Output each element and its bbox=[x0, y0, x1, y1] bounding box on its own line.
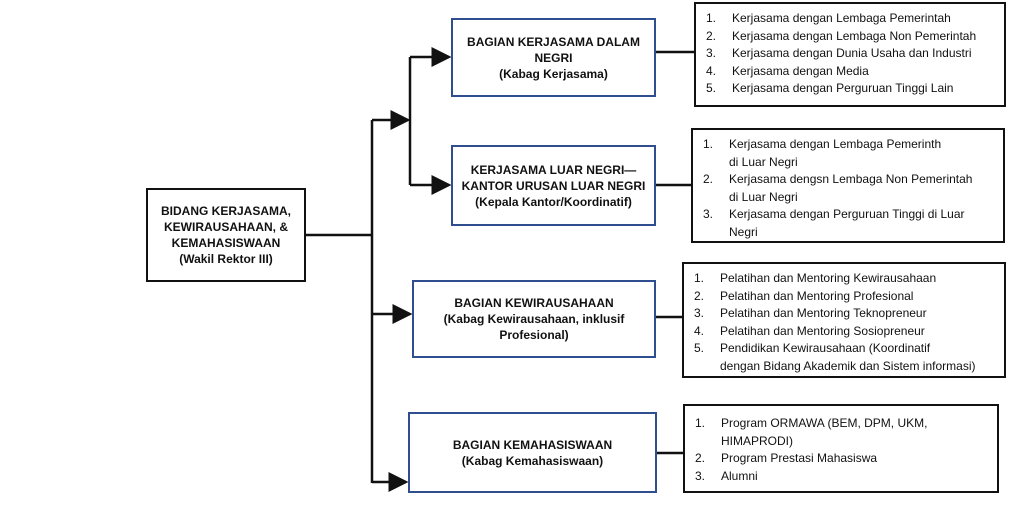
list-item: 2.Program Prestasi Mahasiswa bbox=[695, 451, 878, 465]
task-list-kewirausahaan: 1.Pelatihan dan Mentoring Kewirausahaan … bbox=[682, 262, 1006, 378]
list-item: 4.Kerjasama dengan Media bbox=[706, 63, 869, 78]
unit-line: Profesional) bbox=[499, 328, 569, 342]
unit-line: (Kabag Kerjasama) bbox=[499, 66, 608, 81]
list-item: 1.Kerjasama dengan Lembaga Pemerintah bbox=[706, 11, 951, 25]
unit-line: (Kabag Kewirausahaan, inklusif bbox=[443, 312, 625, 326]
unit-line: KANTOR URUSAN LUAR NEGRI bbox=[461, 178, 646, 193]
unit-box-kerjasama-luar-negri: KERJASAMA LUAR NEGRI— KANTOR URUSAN LUAR… bbox=[451, 145, 656, 226]
task-list-kerjasama-dalam-negri: 1.Kerjasama dengan Lembaga Pemerintah 2.… bbox=[694, 2, 1006, 107]
list-item: 1.Program ORMAWA (BEM, DPM, UKM, bbox=[695, 416, 928, 430]
task-list-kemahasiswaan: 1.Program ORMAWA (BEM, DPM, UKM, HIMAPRO… bbox=[683, 404, 999, 493]
list-item: 4.Pelatihan dan Mentoring Sosiopreneur bbox=[694, 323, 925, 338]
root-line: BIDANG KERJASAMA, bbox=[160, 204, 291, 218]
unit-line: (Kepala Kantor/Koordinatif) bbox=[475, 194, 632, 209]
unit-line: (Kabag Kemahasiswaan) bbox=[461, 453, 604, 468]
list-item: 5.Kerjasama dengan Perguruan Tinggi Lain bbox=[706, 81, 954, 95]
unit-line: BAGIAN KEWIRAUSAHAAN bbox=[454, 296, 614, 310]
list-item: 3.Pelatihan dan Mentoring Teknopreneur bbox=[694, 306, 927, 320]
list-item: 2.Pelatihan dan Mentoring Profesional bbox=[694, 288, 914, 303]
unit-box-kemahasiswaan: BAGIAN KEMAHASISWAAN (Kabag Kemahasiswaa… bbox=[408, 412, 657, 493]
unit-line: KERJASAMA LUAR NEGRI— bbox=[470, 162, 637, 177]
unit-box-kerjasama-dalam-negri: BAGIAN KERJASAMA DALAM NEGRI (Kabag Kerj… bbox=[451, 18, 656, 97]
unit-line: BAGIAN KEMAHASISWAAN bbox=[452, 437, 613, 452]
list-item: 5.Pendidikan Kewirausahaan (Koordinatif bbox=[694, 341, 931, 355]
unit-line: BAGIAN KERJASAMA DALAM bbox=[467, 34, 640, 49]
unit-box-kewirausahaan: BAGIAN KEWIRAUSAHAAN (Kabag Kewirausahaa… bbox=[412, 280, 656, 358]
list-item: 1.Kerjasama dengan Lembaga Pemerinth bbox=[703, 137, 942, 151]
list-item: 2.Kerjasama dengan Lembaga Non Pemerinta… bbox=[706, 28, 977, 43]
list-item: 3.Alumni bbox=[695, 468, 758, 483]
list-item: 2.Kerjasama dengsn Lembaga Non Pemerinta… bbox=[703, 172, 973, 186]
root-line: KEWIRAUSAHAAN, & bbox=[164, 220, 288, 234]
root-line: (Wakil Rektor III) bbox=[179, 252, 273, 266]
list-item: 1.Pelatihan dan Mentoring Kewirausahaan bbox=[694, 271, 937, 285]
list-item: 3.Kerjasama dengan Perguruan Tinggi di L… bbox=[703, 207, 965, 221]
task-list-kerjasama-luar-negri: 1.Kerjasama dengan Lembaga Pemerinth di … bbox=[691, 128, 1005, 243]
list-item: 3.Kerjasama dengan Dunia Usaha dan Indus… bbox=[706, 46, 972, 60]
unit-line: NEGRI bbox=[534, 50, 573, 65]
root-box-wakil-rektor-iii: BIDANG KERJASAMA, KEWIRAUSAHAAN, & KEMAH… bbox=[146, 188, 306, 282]
root-line: KEMAHASISWAAN bbox=[171, 236, 281, 250]
